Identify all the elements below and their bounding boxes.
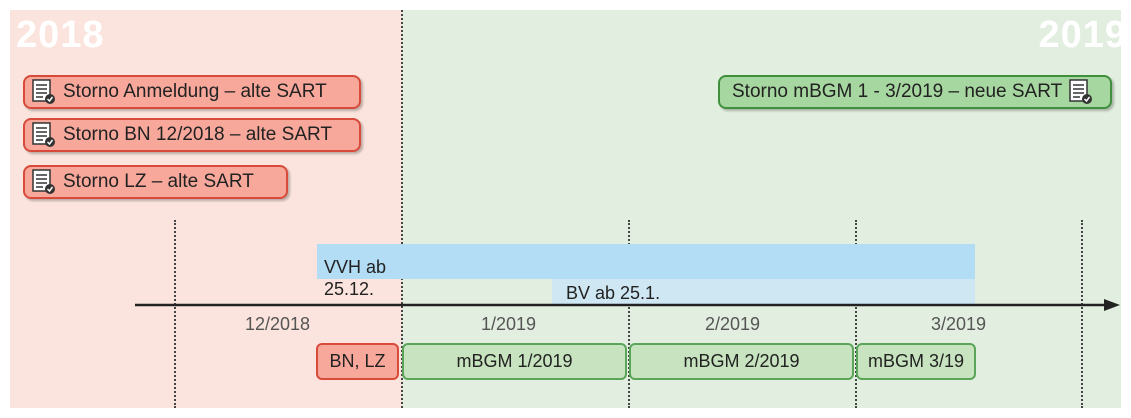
- storno-bn-box: Storno BN 12/2018 – alte SART: [23, 118, 361, 152]
- vvh-label-line1: VVH ab: [324, 257, 387, 277]
- document-check-icon: [1069, 79, 1093, 104]
- month-divider-line: [174, 220, 176, 408]
- storno-anmeldung-box: Storno Anmeldung – alte SART: [23, 75, 361, 109]
- vvh-label-line2: 25.12.: [324, 279, 375, 299]
- vvh-band: [317, 244, 975, 279]
- document-check-icon: [32, 122, 55, 147]
- storno-lz-box: Storno LZ – alte SART: [23, 165, 288, 199]
- period-mbgm-1: mBGM 1/2019: [402, 343, 627, 380]
- storno-item-label: Storno BN 12/2018 – alte SART: [63, 124, 332, 145]
- month-divider-line: [855, 220, 857, 408]
- storno-item-label: Storno Anmeldung – alte SART: [63, 81, 327, 102]
- document-check-icon: [32, 169, 55, 194]
- month-label: 1/2019: [481, 314, 537, 334]
- period-bn-lz: BN, LZ: [316, 343, 399, 380]
- month-divider-line: [1081, 220, 1083, 408]
- bv-label: BV ab 25.1.: [566, 283, 661, 303]
- document-check-icon: [32, 79, 55, 104]
- period-mbgm-2: mBGM 2/2019: [629, 343, 854, 380]
- storno-item-label: Storno LZ – alte SART: [63, 171, 254, 192]
- storno-mbgm-box: Storno mBGM 1 - 3/2019 – neue SART: [718, 75, 1112, 109]
- period-mbgm-3: mBGM 3/19: [856, 343, 976, 380]
- year-2018-label: 2018: [16, 14, 105, 56]
- month-label: 2/2019: [705, 314, 761, 334]
- storno-item-label: Storno mBGM 1 - 3/2019 – neue SART: [732, 81, 1063, 102]
- month-divider-line: [628, 220, 630, 408]
- year-2019-label: 2019: [1038, 14, 1127, 56]
- month-label: 12/2018: [245, 314, 311, 334]
- bv-band: [552, 279, 975, 304]
- year-divider-line: [401, 10, 403, 408]
- month-label: 3/2019: [931, 314, 987, 334]
